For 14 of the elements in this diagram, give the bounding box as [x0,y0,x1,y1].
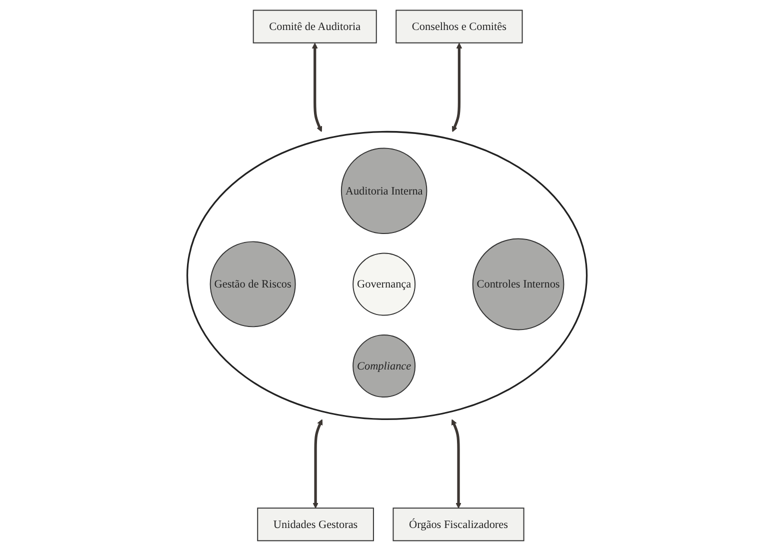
node-box: Conselhos e Comitês [396,10,524,44]
node-circle: Gestão de Riscos [210,241,296,328]
cluster [186,130,588,420]
node-box: Órgãos Fiscalizadores [393,508,525,542]
node-box: Comitê de Auditoria [253,10,378,44]
node-box: Unidades Gestoras [258,508,374,542]
node-circle: Controles Internos [472,238,565,330]
arrow [452,419,462,508]
arrow [452,42,463,132]
node-circle: Compliance [353,334,416,398]
arrow [313,419,324,508]
node-circle: Governança [353,252,416,316]
node-circle: Auditoria Interna [341,148,428,234]
arrow [312,42,323,132]
